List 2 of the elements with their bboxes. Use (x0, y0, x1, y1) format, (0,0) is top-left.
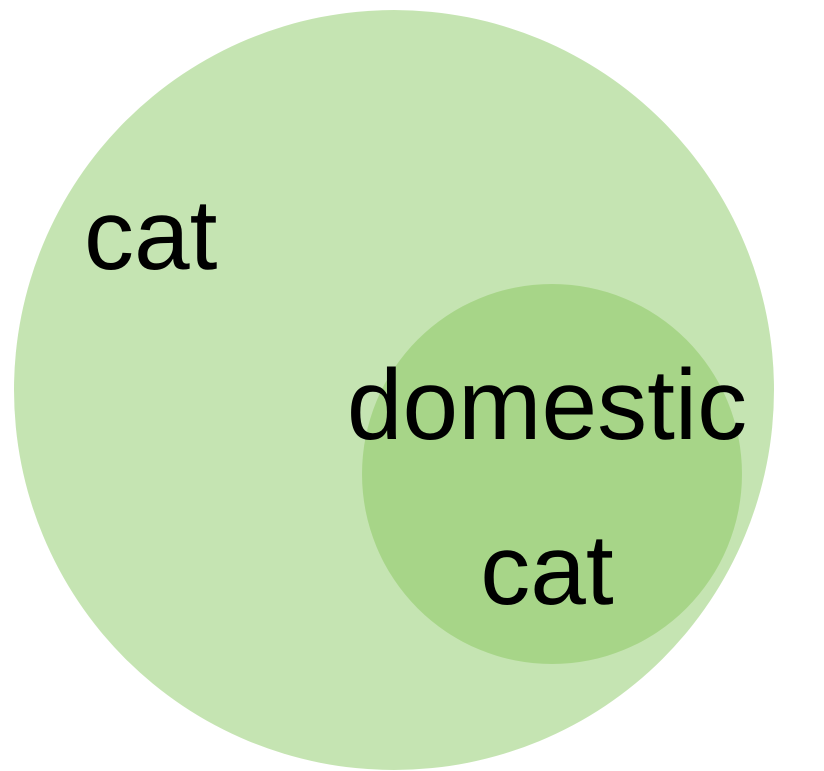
set-label: cat (84, 178, 218, 293)
set-label: domestic cat (346, 348, 748, 628)
